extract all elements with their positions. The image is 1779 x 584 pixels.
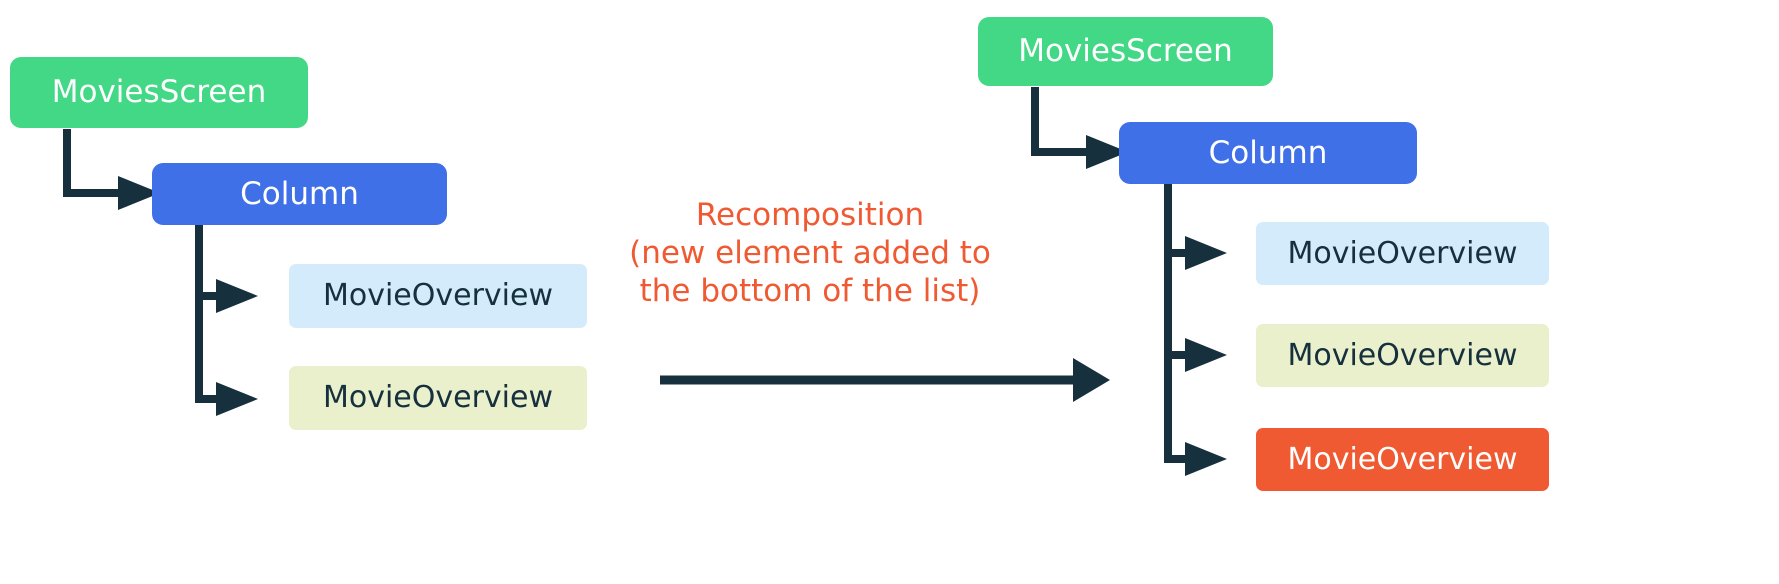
- transition-caption-line-3: the bottom of the list): [639, 272, 981, 309]
- arrowhead-right-branch-1: [1185, 236, 1227, 270]
- arrowhead-left-branch-1: [216, 279, 258, 313]
- transition-caption-line-2: (new element added to: [629, 234, 991, 271]
- arrowhead-left-branch-2: [216, 382, 258, 416]
- left-node-moviesscreen[interactable]: MoviesScreen: [10, 57, 308, 128]
- arrowhead-transition: [1073, 358, 1110, 402]
- left-node-column[interactable]: Column: [152, 163, 447, 225]
- arrowhead-right-branch-3: [1185, 442, 1227, 476]
- left-node-movieoverview-2[interactable]: MovieOverview: [289, 366, 587, 430]
- connector-right-root-to-column: [1031, 87, 1090, 156]
- right-node-movieoverview-3-new[interactable]: MovieOverview: [1256, 428, 1549, 491]
- transition-caption: Recomposition (new element added to the …: [610, 197, 1010, 310]
- right-node-moviesscreen[interactable]: MoviesScreen: [978, 17, 1273, 86]
- arrowhead-right-branch-2: [1185, 338, 1227, 372]
- right-node-movieoverview-1[interactable]: MovieOverview: [1256, 222, 1549, 285]
- right-node-column[interactable]: Column: [1119, 122, 1417, 184]
- transition-caption-line-1: Recomposition: [695, 197, 925, 233]
- left-node-movieoverview-1[interactable]: MovieOverview: [289, 264, 587, 328]
- connector-left-root-to-column: [63, 129, 122, 197]
- right-node-movieoverview-2[interactable]: MovieOverview: [1256, 324, 1549, 387]
